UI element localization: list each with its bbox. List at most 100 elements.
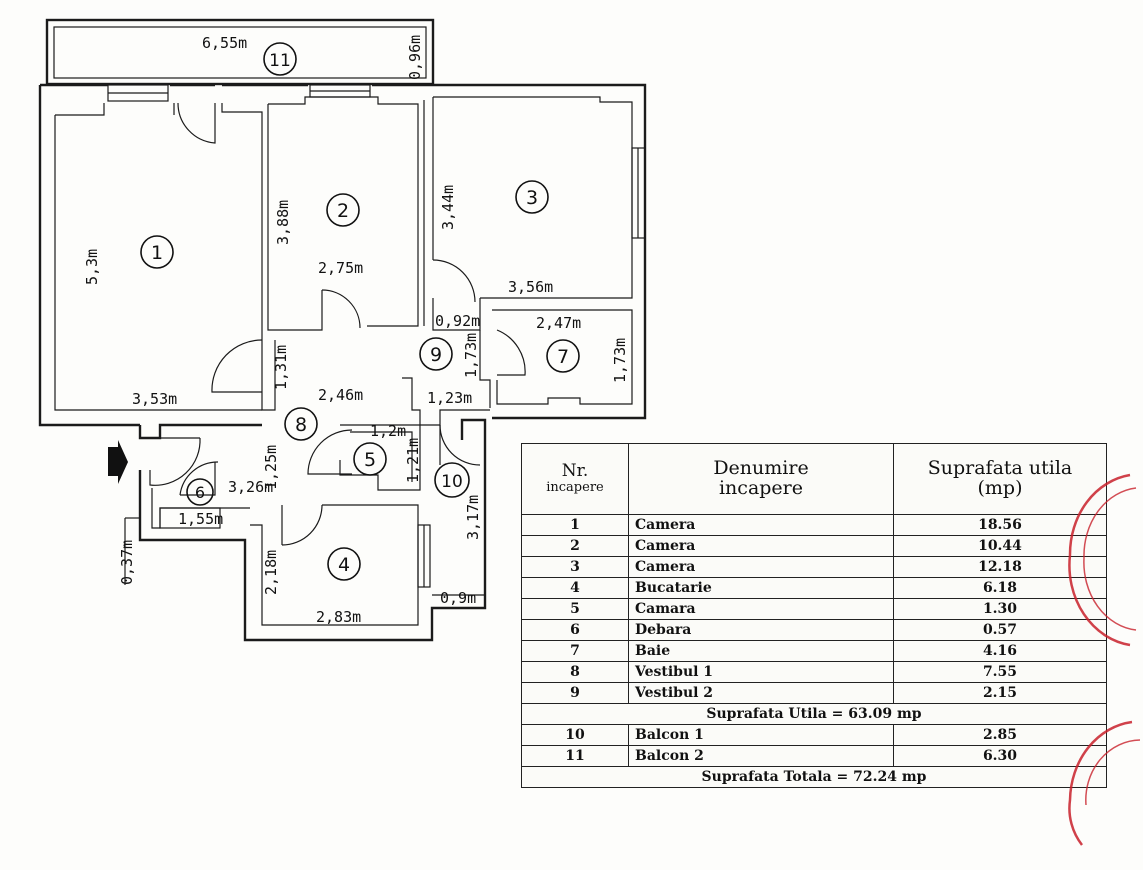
dim-room4-width: 2,83m	[316, 608, 361, 626]
header-denumire-line1: Denumire	[713, 457, 809, 480]
header-denumire: Denumire incapere	[628, 443, 894, 515]
dim-room1-height: 5,3m	[83, 249, 101, 285]
balcony-11	[45, 18, 435, 86]
total-area-row: Suprafata Totala = 72.24 mp	[521, 766, 1107, 788]
room-number-10: 10	[441, 472, 463, 492]
cell-name: Balcon 1	[628, 724, 894, 746]
cell-name: Camara	[628, 598, 894, 620]
cell-name: Vestibul 2	[628, 682, 894, 704]
cell-name: Camera	[628, 535, 894, 557]
cell-name: Bucatarie	[628, 577, 894, 599]
header-suprafata-line1: Suprafata utila	[927, 457, 1073, 480]
room-number-4: 4	[338, 554, 350, 576]
dim-room5-height: 1,21m	[404, 438, 422, 483]
cell-name: Debara	[628, 619, 894, 641]
header-nr: Nr. incapere	[521, 443, 629, 515]
cell-nr: 3	[521, 556, 629, 578]
room-number-7: 7	[557, 346, 569, 368]
dim-room7-height: 1,73m	[611, 338, 629, 383]
header-nr-line2: incapere	[546, 480, 604, 496]
cell-nr: 5	[521, 598, 629, 620]
dim-room10-height: 3,17m	[464, 495, 482, 540]
room-number-1: 1	[151, 242, 163, 264]
header-denumire-line2: incapere	[718, 477, 803, 499]
outer-walls	[38, 83, 647, 427]
stamp-seal-icon	[1068, 473, 1137, 647]
dim-room9-height: 1,73m	[462, 333, 480, 378]
room-number-5: 5	[364, 449, 376, 471]
cell-nr: 10	[521, 724, 629, 746]
dim-room10-width: 1,23m	[427, 389, 472, 407]
dim-room2-width: 2,75m	[318, 259, 363, 277]
dimension-labels: 6,55m 0,96m 5,3m 3,53m 3,88m 2,75m 3,44m…	[83, 34, 629, 626]
dim-room6-depth: 0,37m	[118, 540, 136, 585]
room-number-6: 6	[195, 483, 205, 502]
dim-room2-height: 3,88m	[274, 200, 292, 245]
cell-name: Baie	[628, 640, 894, 662]
total-area: Suprafata Totala = 72.24 mp	[521, 766, 1107, 788]
cell-nr: 2	[521, 535, 629, 557]
dim-balcony-depth: 0,96m	[406, 35, 424, 80]
cell-nr: 8	[521, 661, 629, 683]
room-number-9: 9	[430, 344, 442, 366]
cell-name: Vestibul 1	[628, 661, 894, 683]
room-number-2: 2	[337, 200, 349, 222]
cell-area: 18.56	[893, 514, 1107, 536]
room-9-walls	[211, 259, 491, 426]
dim-room1-width: 3,53m	[132, 390, 177, 408]
dim-room3-width: 3,56m	[508, 278, 553, 296]
dim-room10-depth: 0,9m	[440, 589, 476, 607]
entrance-area	[138, 418, 487, 642]
room-number-3: 3	[526, 187, 538, 209]
dim-hall-height: 1,31m	[272, 345, 290, 390]
stamp-seal-icon	[1068, 720, 1141, 846]
dim-hall-width: 2,46m	[318, 386, 363, 404]
dim-balcony-width: 6,55m	[202, 34, 247, 52]
cell-area: 2.15	[893, 682, 1107, 704]
cell-nr: 1	[521, 514, 629, 536]
room-number-8: 8	[295, 414, 307, 436]
useful-area-total: Suprafata Utila = 63.09 mp	[521, 703, 1107, 725]
cell-name: Camera	[628, 514, 894, 536]
dim-room6-width: 1,55m	[178, 510, 223, 528]
table-header-row: Nr. incapere Denumire incapere Suprafata…	[521, 443, 1107, 515]
dim-room5-width: 1,2m	[370, 422, 406, 440]
area-table: Nr. incapere Denumire incapere Suprafata…	[521, 443, 1107, 788]
room-7-walls	[492, 309, 633, 405]
cell-name: Camera	[628, 556, 894, 578]
header-suprafata: Suprafata utila (mp)	[893, 443, 1107, 515]
useful-area-row: Suprafata Utila = 63.09 mp	[521, 703, 1107, 725]
room-number-11: 11	[269, 51, 291, 71]
cell-name: Balcon 2	[628, 745, 894, 767]
cell-area: 12.18	[893, 556, 1107, 578]
dim-room7-width: 2,47m	[536, 314, 581, 332]
cell-nr: 11	[521, 745, 629, 767]
dim-room3-height: 3,44m	[439, 185, 457, 230]
cell-nr: 6	[521, 619, 629, 641]
header-suprafata-line2: (mp)	[977, 477, 1023, 499]
dim-room4-height: 2,18m	[262, 550, 280, 595]
room-numbers: 1 2 3 4 5 6 7 8 9 10 11	[140, 42, 580, 581]
cell-nr: 7	[521, 640, 629, 662]
dim-room9-width: 0,92m	[435, 312, 480, 330]
dim-corridor-width: 3,26m	[228, 478, 273, 496]
cell-nr: 9	[521, 682, 629, 704]
dim-corridor-height: 1,25m	[262, 445, 280, 490]
cell-area: 2.85	[893, 724, 1107, 746]
entrance-arrow-icon	[108, 440, 128, 484]
header-nr-line1: Nr.	[561, 461, 589, 482]
cell-area: 7.55	[893, 661, 1107, 683]
cell-nr: 4	[521, 577, 629, 599]
